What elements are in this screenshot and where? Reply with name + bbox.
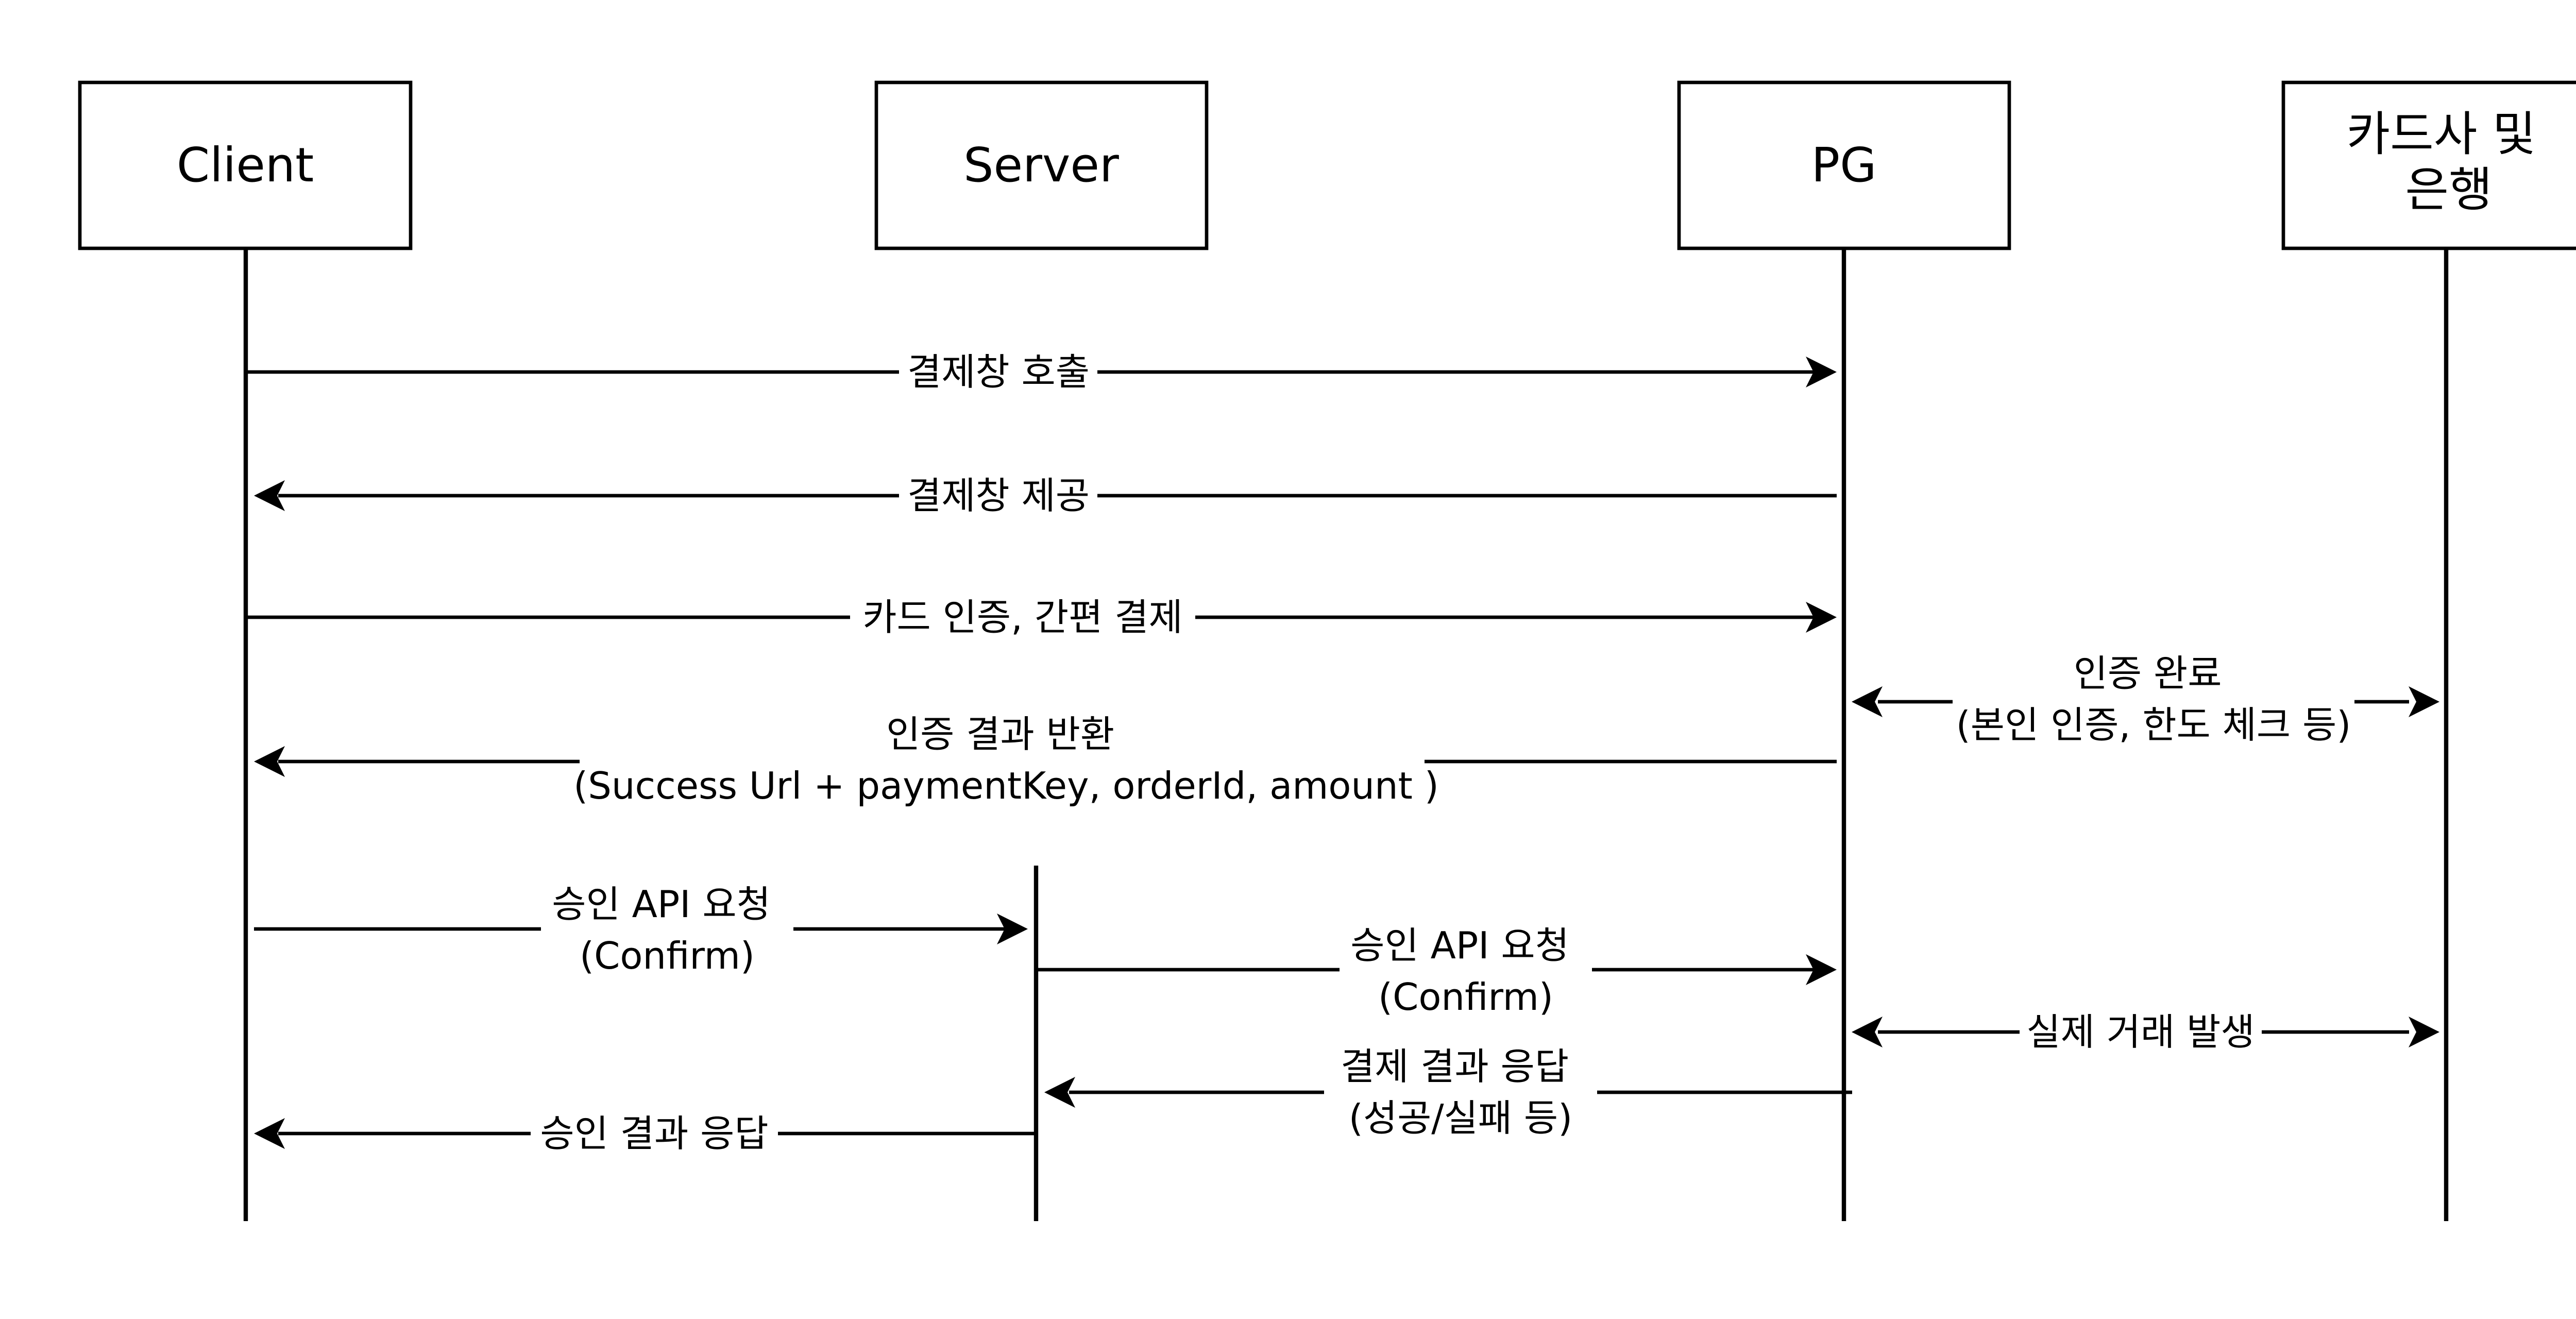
message-9-label: 결제 결과 응답 (성공/실패 등) [1341, 1045, 1581, 1140]
message-4-label: 인증 완료 (본인 인증, 한도 체크 등) [1956, 652, 2351, 747]
actor-pg-label: PG [1811, 138, 1877, 193]
message-8-label: 실제 거래 발생 [2026, 1010, 2255, 1054]
actor-server-label: Server [963, 138, 1119, 193]
actor-client-label: Client [177, 138, 314, 193]
message-5: 인증 결과 반환 (Success Url + paymentKey, orde… [254, 706, 1837, 814]
actor-client: Client [78, 80, 413, 250]
message-10-label: 승인 결과 응답 [540, 1112, 768, 1155]
message-1: 결제창 호출 [246, 345, 1837, 397]
message-3-label: 카드 인증, 간편 결제 [862, 596, 1182, 639]
message-2: 결제창 제공 [254, 469, 1837, 520]
message-7: 승인 API 요청 (Confirm) [1036, 924, 1837, 1028]
message-1-label: 결제창 호출 [907, 350, 1090, 394]
message-6-label: 승인 API 요청 (Confirm) [552, 883, 783, 977]
message-9: 결제 결과 응답 (성공/실패 등) [1044, 1045, 1852, 1149]
message-7-label: 승인 API 요청 (Confirm) [1350, 924, 1581, 1019]
actor-server: Server [874, 80, 1209, 250]
message-2-label: 결제창 제공 [907, 474, 1090, 517]
message-5-label: 인증 결과 반환 (Success Url + paymentKey, orde… [573, 713, 1439, 807]
message-4: 인증 완료 (본인 인증, 한도 체크 등) [1852, 644, 2439, 752]
actor-bank: 카드사 및 은행 [2281, 80, 2576, 250]
actor-bank-label: 카드사 및 은행 [2346, 107, 2551, 217]
message-3: 카드 인증, 간편 결제 [246, 590, 1837, 642]
message-10: 승인 결과 응답 [254, 1107, 1036, 1158]
message-6: 승인 API 요청 (Confirm) [254, 883, 1028, 987]
actor-pg: PG [1677, 80, 2011, 250]
message-8: 실제 거래 발생 [1852, 1005, 2439, 1057]
